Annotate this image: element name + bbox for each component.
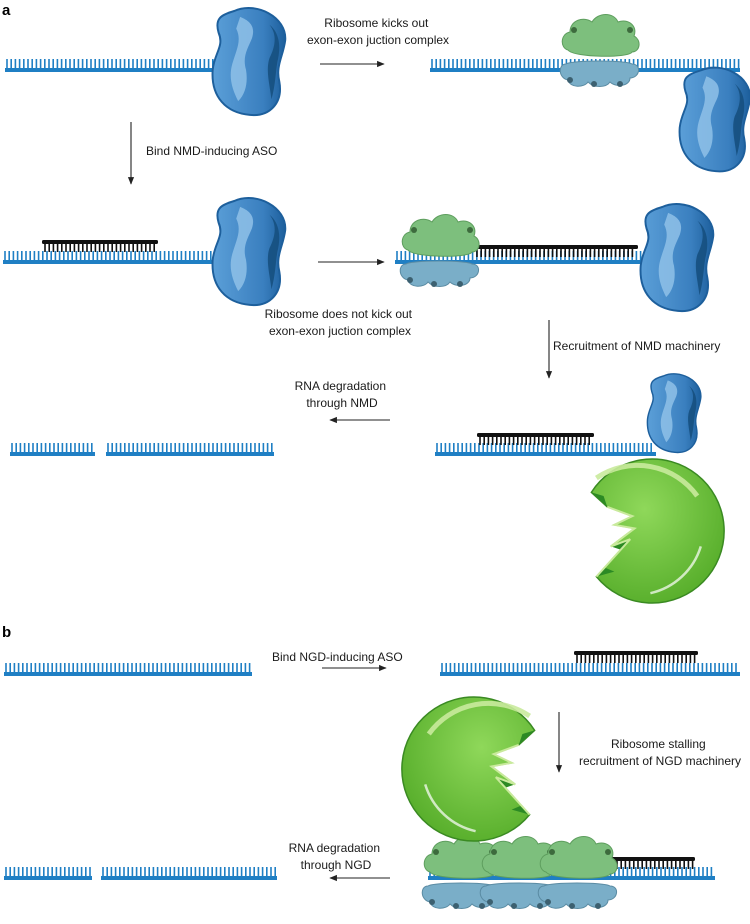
exon-junction-complex bbox=[646, 373, 702, 454]
ribosomes bbox=[399, 14, 640, 909]
ribosome bbox=[479, 836, 560, 909]
label-bind-ngd-aso: Bind NGD-inducing ASO bbox=[272, 650, 403, 664]
aso-strands bbox=[42, 240, 698, 869]
rna-strand bbox=[106, 443, 274, 456]
exon-junction-complex bbox=[678, 66, 750, 173]
exon-junction-complex bbox=[639, 203, 715, 312]
label-recruitment-nmd: Recruitment of NMD machinery bbox=[553, 339, 720, 353]
aso-strand bbox=[574, 651, 698, 663]
ribosome bbox=[537, 836, 618, 909]
rna-strand bbox=[101, 867, 277, 880]
exon-junction-complex bbox=[211, 7, 287, 116]
ribosome bbox=[399, 214, 480, 287]
nuclease bbox=[401, 696, 536, 842]
aso-strand bbox=[474, 245, 638, 257]
label-rna-degradation-ngd: RNA degradation through NGD bbox=[289, 841, 384, 872]
exon-junction-complexes bbox=[211, 7, 750, 454]
nucleases bbox=[401, 458, 725, 842]
exon-junction-complex bbox=[211, 197, 287, 306]
label-bind-nmd-aso: Bind NMD-inducing ASO bbox=[146, 144, 277, 158]
label-ribosome-stalling: Ribosome stalling recruitment of NGD mac… bbox=[579, 737, 741, 768]
ribosome bbox=[559, 14, 640, 87]
process-arrows bbox=[127, 60, 563, 882]
label-ribosome-kicks-out: Ribosome kicks out exon-exon juction com… bbox=[307, 16, 449, 47]
rna-strand bbox=[10, 443, 95, 456]
rna-strand bbox=[4, 663, 252, 676]
label-rna-degradation-nmd: RNA degradation through NMD bbox=[295, 379, 390, 410]
rna-strand bbox=[440, 663, 740, 676]
aso-strand bbox=[42, 240, 158, 252]
panel-label-a: a bbox=[2, 2, 11, 19]
panel-label-b: b bbox=[2, 624, 11, 641]
aso-strand bbox=[477, 433, 594, 445]
nuclease bbox=[590, 458, 725, 604]
rna-strand bbox=[5, 59, 222, 72]
label-ribosome-not-kick-out: Ribosome does not kick out exon-exon juc… bbox=[265, 307, 416, 338]
rna-strand bbox=[435, 443, 656, 456]
rna-strand bbox=[4, 867, 92, 880]
rna-strand bbox=[3, 251, 222, 264]
